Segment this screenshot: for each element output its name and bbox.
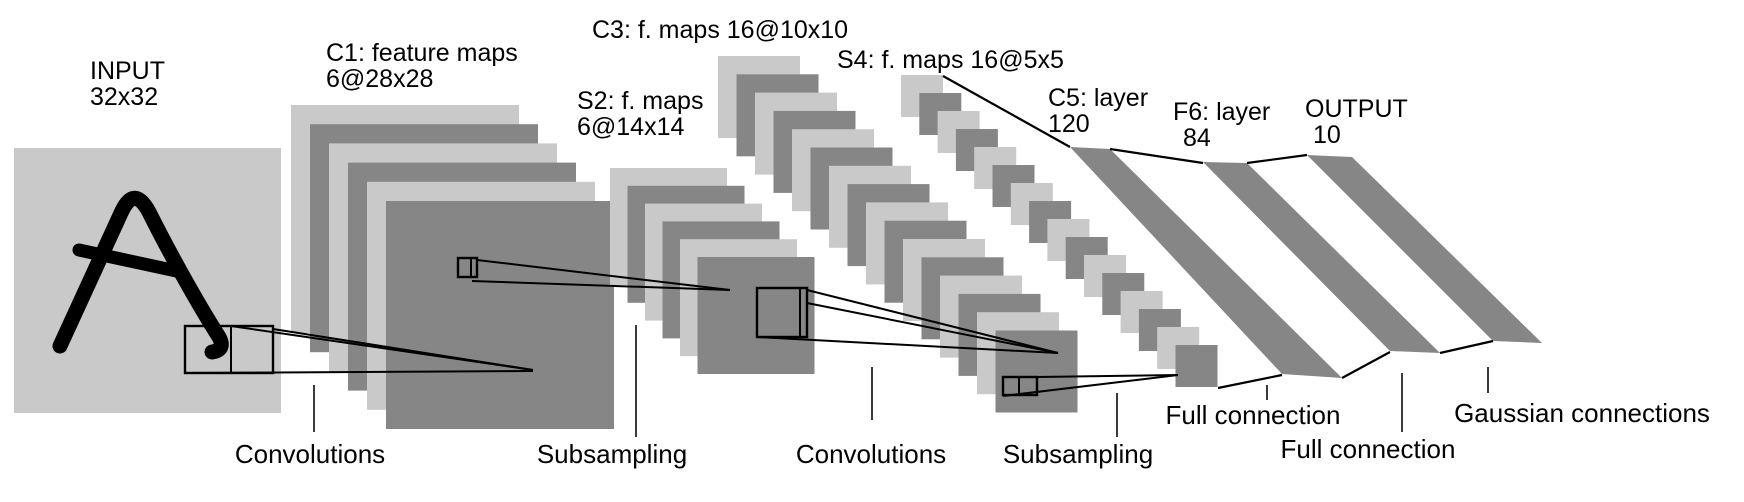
label-convolutions-2: Convolutions: [795, 439, 947, 469]
label-s2-layer: S2: f. maps 6@14x14: [577, 88, 703, 140]
projection-line: [1036, 374, 1179, 378]
label-c1-layer: C1: feature maps 6@28x28: [326, 40, 518, 92]
s2-rf-box: [755, 286, 809, 339]
label-c1-line1: C1: feature maps: [326, 39, 518, 67]
connector-line: [1439, 339, 1494, 355]
label-c5-line1: C5: layer: [1048, 84, 1149, 112]
label-c1-line2: 6@28x28: [326, 65, 434, 93]
handwritten-a-crossbar: [72, 243, 188, 279]
projection-line: [756, 336, 1059, 354]
label-s2-line2: 6@14x14: [577, 113, 685, 141]
projection-line: [1002, 374, 1179, 397]
s4-stack-map: [1175, 345, 1218, 387]
projection-line: [476, 259, 731, 291]
label-c3-layer: C3: f. maps 16@10x10: [592, 17, 848, 43]
c1-stack-map: [386, 201, 614, 429]
label-s4-line1: S4: f. maps 16@5x5: [837, 46, 1064, 74]
label-c5-layer: C5: layer 120: [1048, 85, 1148, 137]
label-input-layer: INPUT 32x32: [90, 58, 165, 110]
label-f6-line2: 84: [1183, 124, 1211, 152]
connector-line: [1109, 147, 1204, 165]
projection-line: [471, 280, 731, 291]
connector-line: [1217, 373, 1283, 390]
label-output-line1: OUTPUT: [1305, 95, 1408, 123]
label-s4-layer: S4: f. maps 16@5x5: [837, 47, 1064, 73]
label-s2-line1: S2: f. maps: [577, 87, 704, 115]
c1-rf-box: [456, 256, 479, 279]
label-full-connection-1: Full connection: [1165, 400, 1341, 430]
connector-line: [1341, 351, 1391, 379]
label-output-layer: OUTPUT 10: [1305, 96, 1408, 148]
input-rf-box: [183, 324, 275, 375]
label-input-line2: 32x32: [90, 83, 159, 111]
label-full-connection-2: Full connection: [1280, 434, 1456, 464]
projection-line: [272, 328, 534, 371]
c5-band: [1070, 147, 1342, 378]
label-input-line1: INPUT: [90, 57, 165, 85]
output-band: [1307, 155, 1542, 343]
projection-line: [806, 302, 1059, 354]
label-f6-layer: F6: layer 84: [1173, 99, 1270, 151]
f6-band: [1203, 162, 1440, 353]
label-gaussian-connections: Gaussian connections: [1454, 398, 1710, 428]
label-f6-line1: F6: layer: [1173, 98, 1271, 126]
label-c5-line2: 120: [1048, 110, 1090, 138]
label-subsampling-1: Subsampling: [536, 439, 688, 469]
connector-line: [1246, 153, 1308, 165]
label-convolutions-1: Convolutions: [234, 439, 386, 469]
projection-line: [806, 289, 1059, 354]
label-c3-line1: C3: f. maps 16@10x10: [592, 16, 849, 44]
connector-line: [942, 75, 1071, 148]
input-image: [14, 148, 281, 413]
label-subsampling-2: Subsampling: [1002, 439, 1154, 469]
label-output-line2: 10: [1313, 121, 1341, 149]
